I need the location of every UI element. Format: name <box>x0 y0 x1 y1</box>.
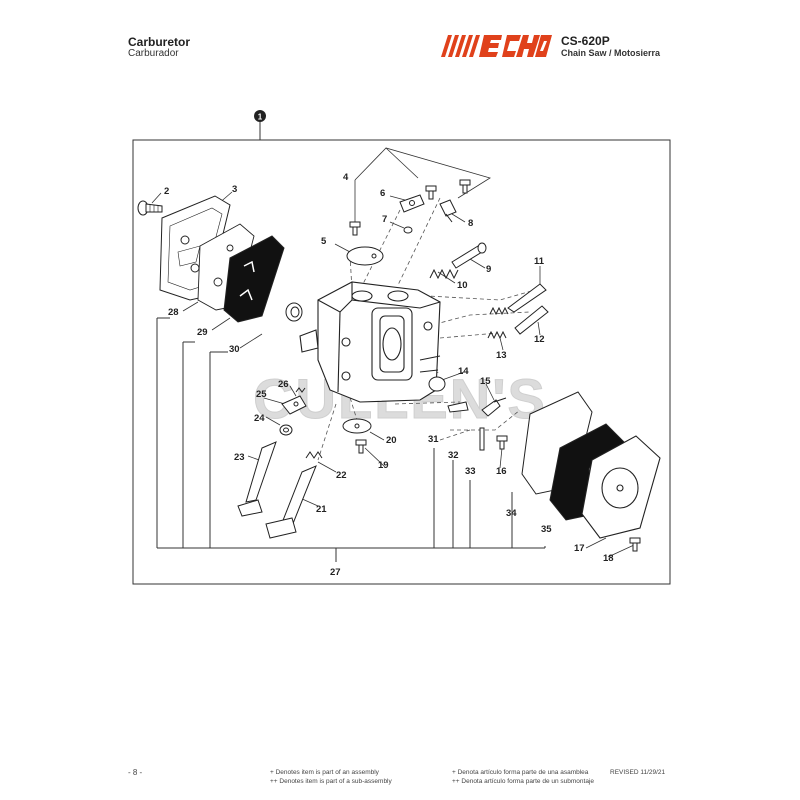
part-21-shaft <box>265 465 317 539</box>
part-24-washer <box>279 424 293 436</box>
part-16-screw <box>496 435 508 450</box>
part-14-ring <box>428 376 446 392</box>
part-4-screws <box>349 179 471 236</box>
part-label-14: 14 <box>458 366 469 377</box>
part-33-pin <box>479 427 485 451</box>
part-label-20: 20 <box>386 435 397 446</box>
part-label-33: 33 <box>465 466 476 477</box>
part-label-3: 3 <box>232 184 237 195</box>
part-label-21: 21 <box>316 504 327 515</box>
carburetor-body <box>299 281 441 403</box>
part-7-washer <box>403 226 413 234</box>
part-18-screw <box>629 537 641 552</box>
part-label-6: 6 <box>380 188 385 199</box>
echo-logo <box>441 35 552 57</box>
part-label-32: 32 <box>448 450 459 461</box>
part-label-13: 13 <box>496 350 507 361</box>
part-label-28: 28 <box>168 307 179 318</box>
part-19-screw <box>355 439 367 454</box>
part-label-26: 26 <box>278 379 289 390</box>
part-13-springs <box>487 306 509 340</box>
bracket-27 <box>156 317 546 562</box>
part-5-disc <box>346 246 384 266</box>
part-label-23: 23 <box>234 452 245 463</box>
assembly-frame <box>132 139 671 585</box>
part-25-lever <box>281 395 307 415</box>
part-label-29: 29 <box>197 327 208 338</box>
part-label-34: 34 <box>506 508 517 519</box>
part-label-8: 8 <box>468 218 473 229</box>
part-label-15: 15 <box>480 376 491 387</box>
part-number-labels: 2 3 4 5 6 7 8 9 10 11 12 13 14 15 16 17 … <box>164 172 614 578</box>
part-label-12: 12 <box>534 334 545 345</box>
assembly-marker <box>254 110 266 122</box>
part-label-19: 19 <box>378 460 389 471</box>
part-label-22: 22 <box>336 470 347 481</box>
footer-note-subassembly-es: ++ Denota artículo forma parte de un sub… <box>452 778 595 785</box>
part-15-lever <box>481 397 507 417</box>
part-label-11: 11 <box>534 256 545 267</box>
part-20-disc <box>342 418 372 434</box>
part-label-4: 4 <box>343 172 349 183</box>
part-6-plate <box>399 194 425 213</box>
footer-note-assembly-en: + Denotes item is part of an assembly <box>270 769 379 776</box>
part-label-31: 31 <box>428 434 439 445</box>
part-label-35: 35 <box>541 524 552 535</box>
part-label-18: 18 <box>603 553 614 564</box>
footer-note-assembly-es: + Denota artículo forma parte de una asa… <box>452 769 589 776</box>
part-label-2: 2 <box>164 186 169 197</box>
part-label-5: 5 <box>321 236 327 247</box>
part-29-diaphragm <box>223 235 285 323</box>
part-9-screw <box>451 242 487 269</box>
part-17-cover <box>581 435 661 539</box>
part-label-9: 9 <box>486 264 491 275</box>
part-label-10: 10 <box>457 280 468 291</box>
page-subtitle: Carburador <box>128 48 179 59</box>
part-label-16: 16 <box>496 466 507 477</box>
page-number: - 8 - <box>128 768 143 777</box>
part-26-spring <box>295 387 306 393</box>
part-11-needle <box>507 283 547 313</box>
footer-notes-english: + Denotes item is part of an assembly ++… <box>270 768 392 786</box>
footer-note-subassembly-en: ++ Denotes item is part of a sub-assembl… <box>270 778 392 785</box>
model-description: Chain Saw / Motosierra <box>561 48 661 58</box>
part-label-24: 24 <box>254 413 265 424</box>
model-number: CS-620P <box>561 34 610 48</box>
part-label-30: 30 <box>229 344 240 355</box>
part-30-washer <box>285 302 303 322</box>
footer-notes-spanish: + Denota artículo forma parte de una asa… <box>452 768 594 786</box>
part-label-7: 7 <box>382 214 387 225</box>
echo-logo-letters <box>479 35 552 57</box>
part-8-lever <box>439 199 457 223</box>
part-label-17: 17 <box>574 543 585 554</box>
part-label-25: 25 <box>256 389 267 400</box>
revision-date: REVISED 11/29/21 <box>610 769 666 776</box>
assembly-marker-label: 1 <box>258 113 263 122</box>
page-title: Carburetor <box>128 35 191 49</box>
part-2-screw <box>137 200 163 216</box>
part-23-shaft <box>237 441 277 517</box>
part-10-spring <box>429 268 459 280</box>
part-22-spring <box>305 451 323 459</box>
part-31-needle <box>447 401 469 413</box>
echo-logo-stripes <box>441 35 480 57</box>
part-12-needle <box>514 305 549 335</box>
part-label-27: 27 <box>330 567 341 578</box>
